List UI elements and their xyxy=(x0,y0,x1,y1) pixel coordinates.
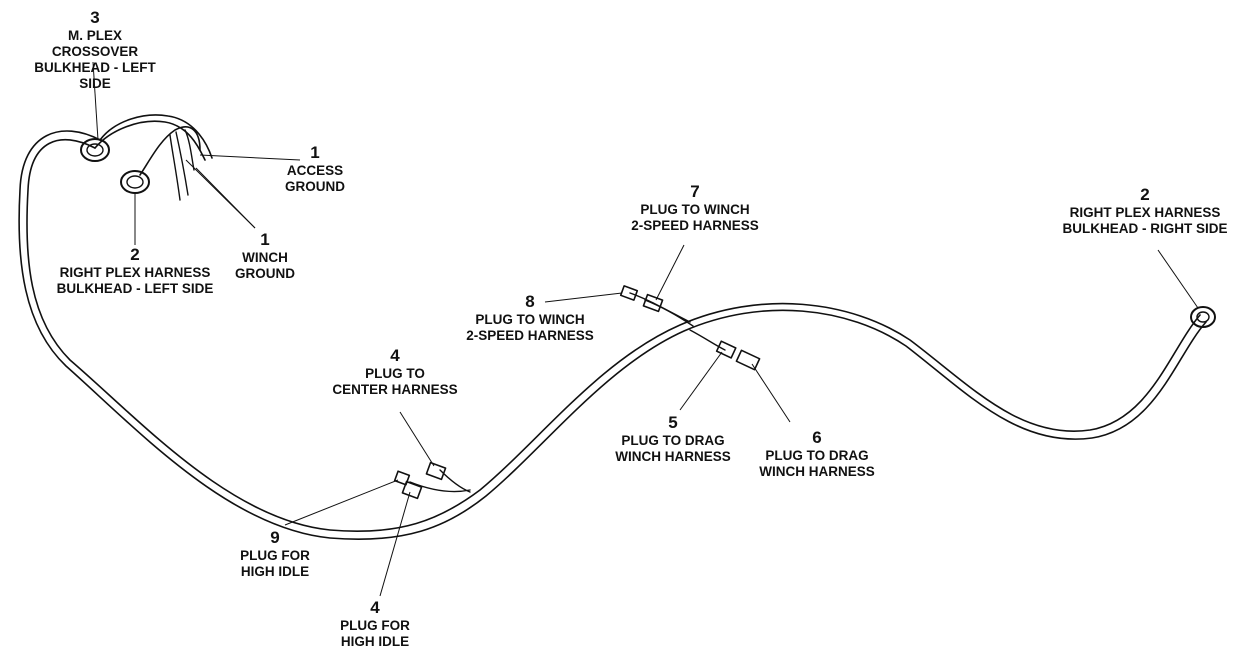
callout-6-drag-winch: 6 PLUG TO DRAG WINCH HARNESS xyxy=(759,428,875,479)
callout-2-right-plex-left-bulkhead: 2 RIGHT PLEX HARNESS BULKHEAD - LEFT SID… xyxy=(56,245,214,296)
left-bulkhead-2 xyxy=(120,170,150,194)
right-bulkhead xyxy=(1190,306,1216,328)
right-bulkhead-inner xyxy=(1196,311,1210,323)
left-bulkhead-3 xyxy=(80,138,110,162)
plug-4-center xyxy=(425,461,447,481)
callout-3-crossover-bulkhead: 3 M. PLEX CROSSOVER BULKHEAD - LEFT SIDE xyxy=(34,8,156,91)
center-branch-wire xyxy=(409,469,471,493)
left-loop-wire-2 xyxy=(99,114,213,159)
left-bulkhead-2-inner xyxy=(126,175,144,189)
plug-8 xyxy=(619,285,639,301)
callout-7-winch-2speed: 7 PLUG TO WINCH 2-SPEED HARNESS xyxy=(631,182,759,233)
drag-branch-wire xyxy=(689,329,726,351)
two-speed-branch-wire xyxy=(629,292,694,327)
left-branch-wire xyxy=(139,126,201,176)
leader-lines xyxy=(92,61,1199,597)
callout-4-high-idle: 4 PLUG FOR HIGH IDLE xyxy=(340,598,410,649)
plug-4-idle xyxy=(401,480,423,500)
callout-1-winch-ground: 1 WINCH GROUND xyxy=(235,230,295,281)
callout-4-center-harness: 4 PLUG TO CENTER HARNESS xyxy=(332,346,458,397)
plug-6 xyxy=(735,349,761,371)
left-loop-wire xyxy=(94,120,206,161)
callout-2-right-plex-right-bulkhead: 2 RIGHT PLEX HARNESS BULKHEAD - RIGHT SI… xyxy=(1062,185,1228,236)
main-harness-wire xyxy=(26,138,1201,533)
callout-5-drag-winch: 5 PLUG TO DRAG WINCH HARNESS xyxy=(615,413,731,464)
plug-9 xyxy=(393,470,411,486)
plug-5 xyxy=(715,340,737,359)
callout-9-high-idle: 9 PLUG FOR HIGH IDLE xyxy=(240,528,310,579)
main-harness-wire-inner xyxy=(18,130,1207,541)
left-bulkhead-3-inner xyxy=(86,143,104,157)
plug-7 xyxy=(642,293,664,313)
callout-8-winch-2speed: 8 PLUG TO WINCH 2-SPEED HARNESS xyxy=(466,292,594,343)
callout-1-access-ground: 1 ACCESS GROUND xyxy=(285,143,345,194)
